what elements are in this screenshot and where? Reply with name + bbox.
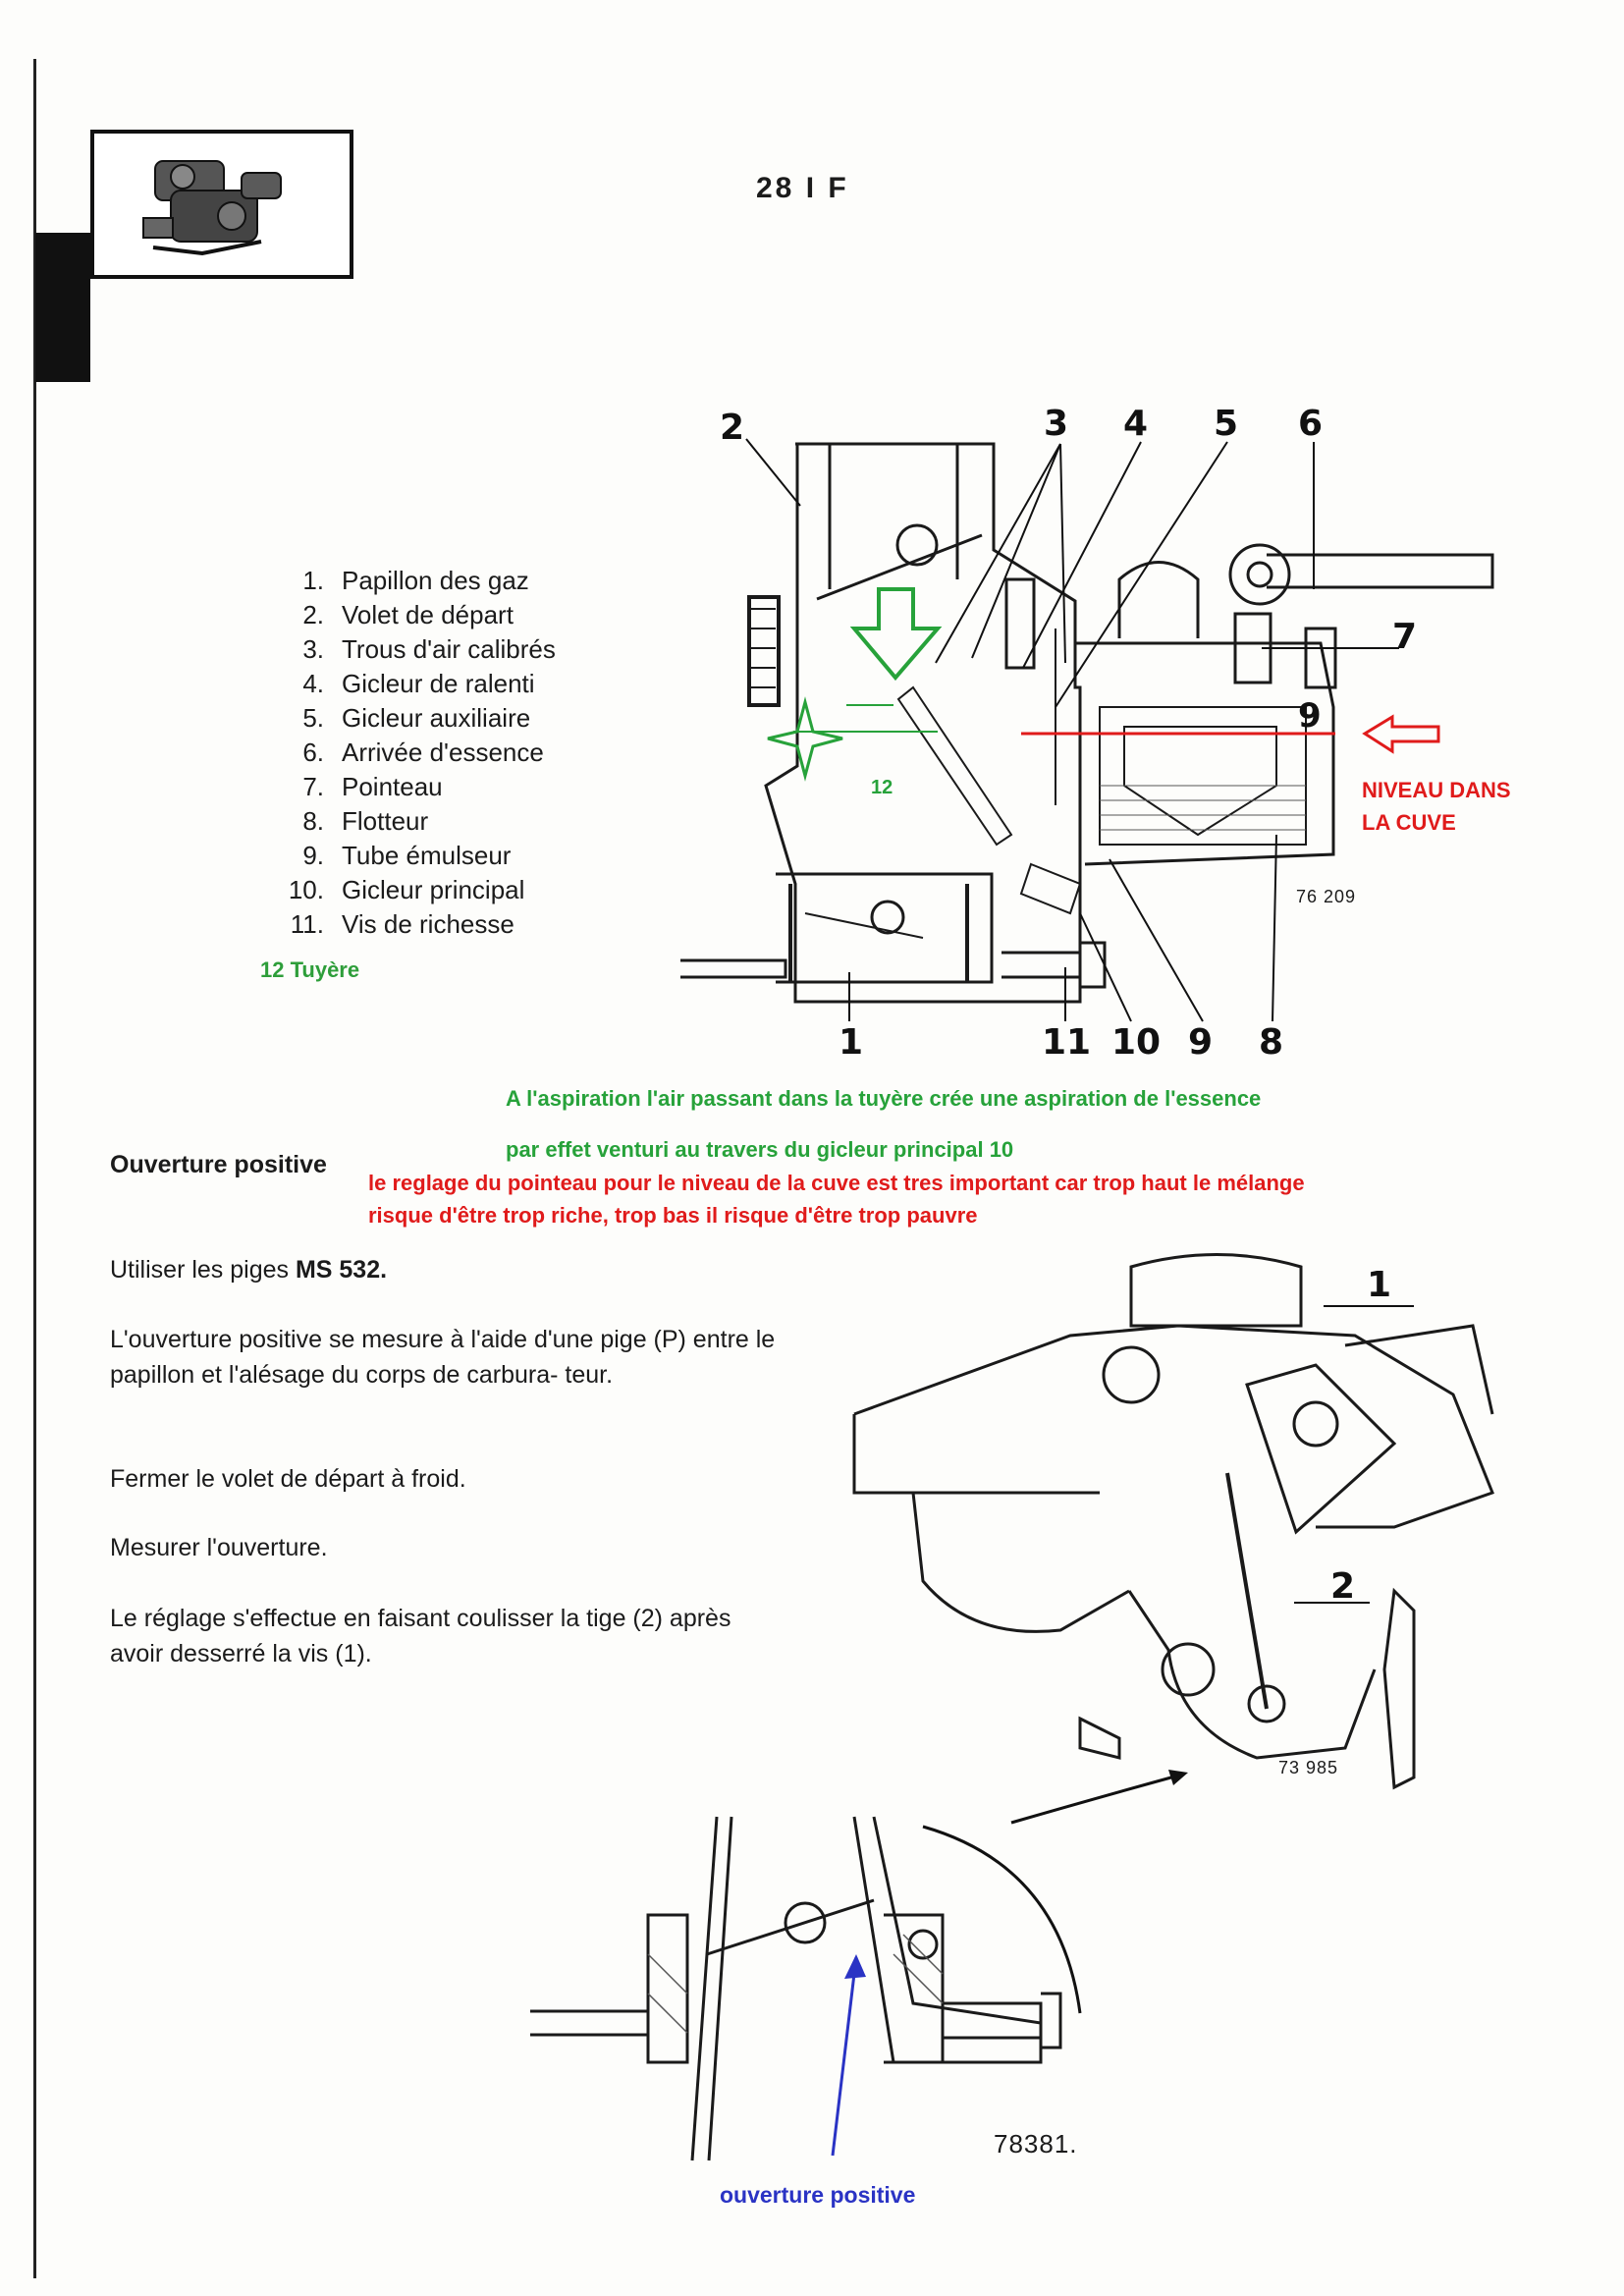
green-star-icon: [767, 696, 843, 782]
callout-5: 5: [1214, 404, 1238, 444]
figure2-callout-2: 2: [1330, 1566, 1355, 1607]
callout-1: 1: [839, 1022, 863, 1063]
page-number: 28 I F: [756, 172, 849, 204]
legend-item: 3.Trous d'air calibrés: [302, 634, 556, 664]
callout-2: 2: [720, 408, 744, 448]
red-arrow-icon: [1362, 714, 1440, 754]
callout-8: 8: [1259, 1022, 1283, 1063]
legend-item: 4.Gicleur de ralenti: [302, 669, 535, 698]
green-note-line1: A l'aspiration l'air passant dans la tuy…: [506, 1086, 1262, 1111]
callout-9: 9: [1188, 1022, 1213, 1063]
callout-9-upper: 9: [1298, 696, 1322, 736]
paragraph-adjustment: Le réglage s'effectue en faisant couliss…: [110, 1605, 731, 1667]
paragraph-tools: Utiliser les piges MS 532.: [110, 1256, 388, 1284]
page-left-rule: [33, 59, 36, 2278]
callout-4: 4: [1123, 404, 1148, 444]
paragraph-measure-opening: Mesurer l'ouverture.: [110, 1534, 328, 1561]
legend-item: 6.Arrivée d'essence: [302, 738, 544, 767]
carburetor-thumbnail-frame: [90, 130, 353, 279]
callout-7: 7: [1392, 617, 1417, 657]
paragraph-close-choke: Fermer le volet de départ à froid.: [110, 1465, 466, 1493]
niveau-cuve-label: NIVEAU DANS LA CUVE: [1362, 774, 1511, 839]
red-note-line1: le reglage du pointeau pour le niveau de…: [368, 1171, 1305, 1195]
figure3-detail-section: [530, 1816, 1062, 2161]
legend-item: 5.Gicleur auxiliaire: [302, 703, 531, 733]
figure1-legend: 1.Papillon des gaz 2.Volet de départ 3.T…: [275, 564, 556, 942]
niveau-label-line1: NIVEAU DANS: [1362, 778, 1511, 802]
callout-11: 11: [1042, 1022, 1091, 1063]
legend-item: 10.Gicleur principal: [288, 875, 525, 904]
legend-item: 11.Vis de richesse: [290, 909, 514, 939]
callout-6: 6: [1298, 404, 1323, 444]
section-heading: Ouverture positive: [110, 1151, 327, 1178]
carburetor-thumbnail-image: [142, 160, 282, 256]
legend-item: 7.Pointeau: [302, 772, 443, 801]
figure2-carburetor-exterior: [852, 1253, 1494, 1790]
ouverture-positive-caption: ouverture positive: [720, 2182, 916, 2208]
figure1-code: 76 209: [1296, 887, 1357, 906]
niveau-label-line2: LA CUVE: [1362, 810, 1456, 835]
legend-item-tuyere: 12 Tuyère: [260, 957, 360, 982]
blue-arrow-icon: [831, 1956, 858, 2157]
callout-10: 10: [1111, 1022, 1161, 1063]
green-note-line2: par effet venturi au travers du gicleur …: [506, 1137, 1014, 1162]
figure3-code: 78381.: [994, 2129, 1078, 2159]
green-arrow-icon: [849, 587, 943, 682]
callout-12: 12: [871, 777, 893, 798]
legend-item: 2.Volet de départ: [302, 600, 514, 629]
figure2-code: 73 985: [1278, 1758, 1339, 1777]
callout-3: 3: [1044, 404, 1068, 444]
legend-item: 1.Papillon des gaz: [302, 566, 529, 595]
legend-item: 9.Tube émulseur: [302, 841, 512, 870]
figure2-callout-1: 1: [1367, 1265, 1391, 1305]
paragraph-measure: L'ouverture positive se mesure à l'aide …: [110, 1326, 776, 1389]
red-note-line2: risque d'être trop riche, trop bas il ri…: [368, 1203, 978, 1228]
legend-item: 8.Flotteur: [302, 806, 429, 836]
page-black-tab: [35, 233, 90, 382]
